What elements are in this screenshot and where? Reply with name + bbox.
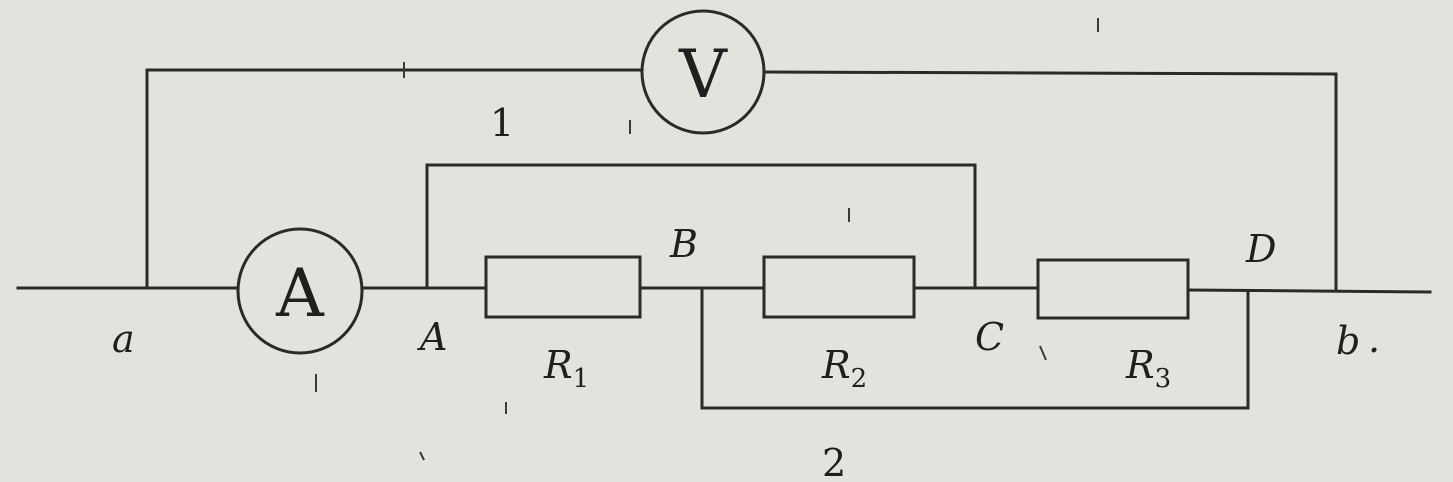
- resistor-label-r2: R2: [821, 343, 867, 394]
- node-label-D: D: [1245, 227, 1276, 271]
- voltmeter-symbol: V: [678, 36, 728, 113]
- node-label-B: B: [669, 222, 698, 266]
- resistor-letter-r2: R: [821, 343, 851, 387]
- node-label-C: C: [975, 315, 1004, 359]
- ammeter: A: [236, 227, 364, 355]
- resistor-sub-r2: 2: [851, 364, 868, 394]
- ammeter-circle: [236, 227, 364, 355]
- voltmeter: V: [640, 9, 766, 135]
- node-label-b: b: [1336, 319, 1360, 363]
- node-label-a: a: [112, 317, 135, 361]
- branch-label-1: 1: [490, 101, 514, 145]
- scan-mark: [419, 451, 425, 461]
- resistor-sub-r3: 3: [1155, 364, 1172, 394]
- resistor-label-r1: R1: [543, 343, 589, 394]
- resistor-letter-r3: R: [1125, 343, 1155, 387]
- resistor-r1: [484, 255, 642, 319]
- terminal-dot: .: [1368, 317, 1380, 361]
- resistor-r2: [762, 255, 916, 319]
- node-label-A: A: [417, 315, 447, 359]
- scan-mark: [1039, 345, 1047, 361]
- wire-branch-2: [700, 286, 1250, 410]
- wire-r3-to-b: [1186, 288, 1432, 294]
- branch-label-2: 2: [822, 441, 846, 482]
- resistor-sub-r1: 1: [573, 364, 590, 394]
- ammeter-symbol: A: [275, 255, 325, 332]
- resistor-label-r3: R3: [1125, 343, 1171, 394]
- voltmeter-circle: [640, 9, 766, 135]
- resistor-r3: [1036, 258, 1190, 320]
- wire-voltmeter-loop: [145, 68, 1338, 292]
- wire-branch-1: [425, 163, 977, 290]
- resistor-letter-r1: R: [543, 343, 573, 387]
